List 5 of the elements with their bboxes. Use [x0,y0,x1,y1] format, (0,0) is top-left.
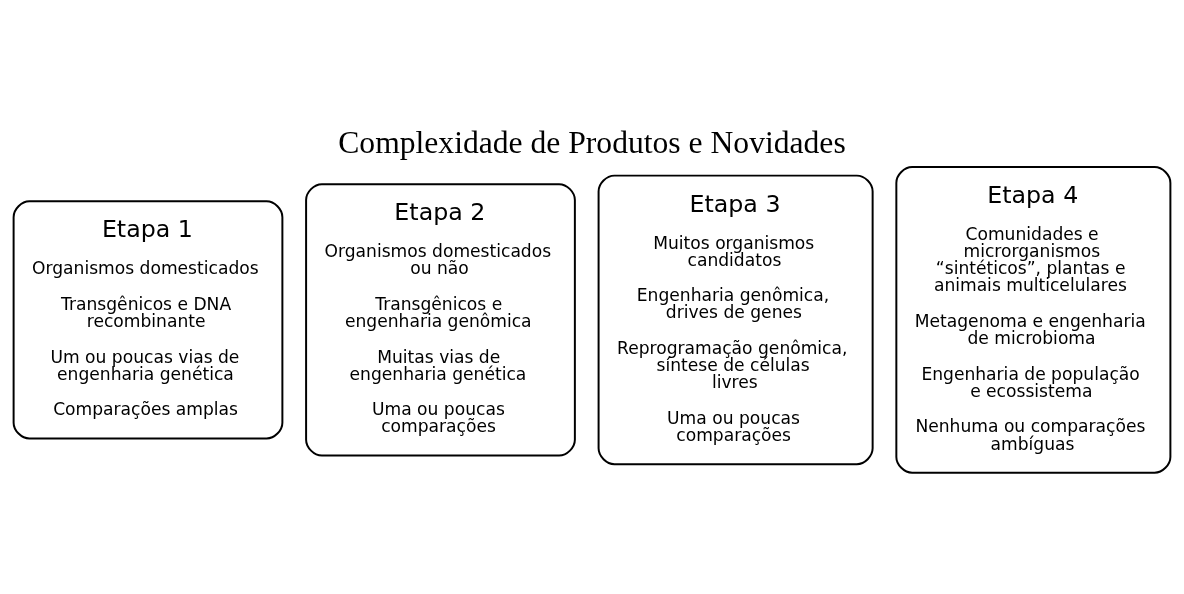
node-box: Etapa 3 Muitos organismos candidatos Engenharia genômica, drives de genes Reprogramação genômica, síntese de células livres Uma ou poucas comparações [597,174,874,465]
node-box: Etapa 4 Comunidades e microrganismos “sintéticos”, plantas e animais multicelulares Metagenoma e engenharia de microbioma Engenharia de população e ecossistema Nenhuma ou comparações ambíguas [895,165,1172,474]
node-box: Etapa 1 Organismos domesticados Transgênicos e DNA recombinante Um ou poucas vias de engenharia genética Comparações amplas [12,199,284,439]
diagram-title: Complexidade de Produtos e Novidades [338,124,846,160]
node-box: Etapa 2 Organismos domesticados ou não Transgênicos e engenharia genômica Muitas vias de engenharia genética Uma ou poucas comparações [305,182,576,457]
